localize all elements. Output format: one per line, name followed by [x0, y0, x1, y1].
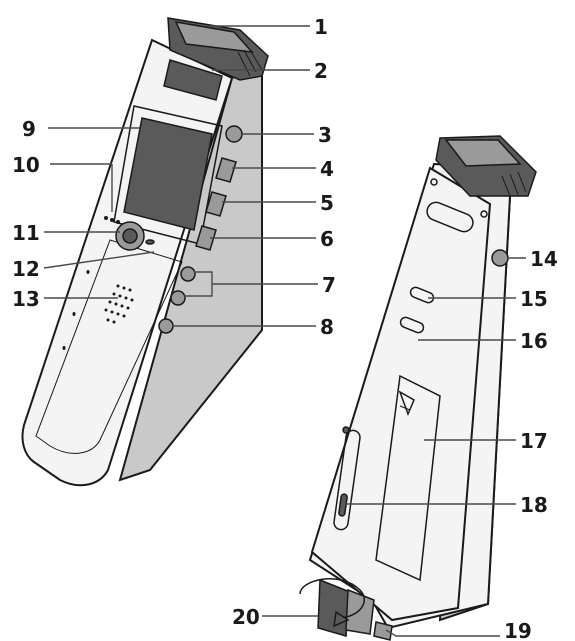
side-button-8 [158, 318, 174, 334]
back-view-recorder [299, 135, 537, 641]
callout-4: 4 [320, 157, 334, 181]
back-small-hole [342, 426, 350, 434]
callout-16: 16 [520, 329, 548, 353]
leader-19 [385, 629, 500, 637]
callout-10: 10 [12, 153, 40, 177]
indicator-dots [104, 216, 120, 224]
leader-lines [43, 25, 526, 637]
back-microphone-grille [444, 139, 522, 167]
callout-19: 19 [504, 619, 532, 641]
built-in-mic [145, 239, 155, 245]
navigation-button-center [122, 228, 138, 244]
callout-11: 11 [12, 221, 40, 245]
microphone-ribs [237, 49, 263, 77]
side-button-7b [170, 290, 186, 306]
rotation-arrow [299, 577, 365, 619]
callout-8: 8 [320, 315, 334, 339]
rotation-arrowhead [333, 610, 350, 628]
side-button-14 [491, 249, 509, 267]
front-device-lower-panel [35, 239, 183, 454]
switch-16 [399, 316, 425, 334]
callout-18: 18 [520, 493, 548, 517]
callout-labels: 1 2 3 4 5 6 7 8 9 10 11 12 13 14 15 16 1… [12, 15, 558, 641]
side-button-4 [215, 157, 237, 183]
callout-5: 5 [320, 191, 334, 215]
switch-15 [409, 286, 435, 304]
callout-14: 14 [530, 247, 558, 271]
speaker-grille [104, 284, 134, 324]
callout-13: 13 [12, 287, 40, 311]
back-microphone-ribs [501, 171, 527, 197]
battery-cover-arrow [398, 390, 415, 417]
front-view-recorder [21, 17, 269, 487]
bottom-cap [373, 621, 393, 641]
screw-top-right [480, 210, 488, 218]
callout-15: 15 [520, 287, 548, 311]
callout-3: 3 [318, 123, 332, 147]
callout-2: 2 [314, 59, 328, 83]
callout-20: 20 [232, 605, 260, 629]
callout-1: 1 [314, 15, 328, 39]
callout-6: 6 [320, 227, 334, 251]
callout-12: 12 [12, 257, 40, 281]
top-led-bar [163, 59, 223, 101]
side-button-6 [195, 225, 217, 251]
leader-12 [43, 251, 155, 269]
usb-connector [317, 578, 351, 637]
battery-cover [375, 374, 441, 582]
screw-top-left [430, 178, 438, 186]
callout-17: 17 [520, 429, 548, 453]
strap-slot [333, 429, 361, 531]
side-button-5 [205, 191, 227, 217]
callout-7: 7 [322, 273, 336, 297]
callout-9: 9 [22, 117, 36, 141]
top-microphone-grille [174, 21, 254, 53]
lcd-display [123, 117, 213, 231]
strap-slot-inner [338, 493, 348, 517]
side-button-3 [225, 125, 243, 143]
side-button-7a [180, 266, 196, 282]
front-body-holes [62, 270, 90, 350]
back-top-slot [426, 201, 474, 233]
